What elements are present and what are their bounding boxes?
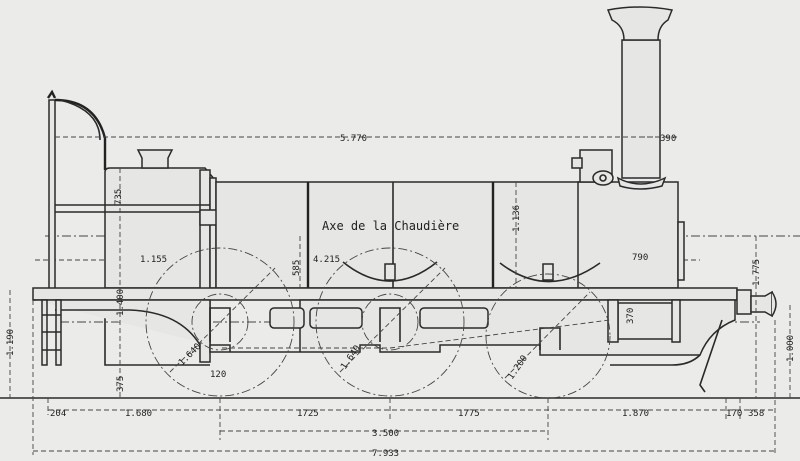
spring-middle: [342, 261, 438, 282]
spring-front: [499, 262, 601, 283]
chimney: [606, 6, 674, 190]
wheel-rear: [145, 247, 295, 397]
boiler-axis-label: Axe de la Chaudière: [322, 219, 459, 233]
dim-axis-above: 1.136: [512, 205, 522, 232]
dim-rear-overhang-a: 204: [50, 409, 66, 419]
dimension-lines: [9, 136, 791, 455]
dim-firebox-to-axle: 4.215: [313, 255, 340, 265]
front-buffer: [699, 289, 777, 393]
firebox: [55, 167, 217, 366]
dim-axis-height-front: 1.775: [752, 259, 762, 286]
smokebox: [577, 181, 685, 289]
steam-dome-front: [571, 149, 614, 186]
dim-crank-offset: 120: [210, 370, 226, 380]
dim-buffer-height-rear: 1.190: [6, 329, 16, 356]
dim-wheel-front: 1.200: [506, 354, 530, 382]
dim-front-overhang-a: 1.870: [622, 409, 649, 419]
wheel-middle: [315, 247, 465, 397]
dim-axis-to-frame: 585: [292, 260, 302, 276]
dim-firebox-bottom: 375: [116, 376, 126, 392]
dim-rear-overhang-b: 1.680: [125, 409, 152, 419]
dim-front-overhang-c: 358: [748, 409, 764, 419]
dim-chimney-offset: 390: [660, 134, 676, 144]
dim-dome-height: 735: [114, 189, 124, 205]
boiler-barrel: [215, 181, 581, 289]
dim-front-overhang-b: 170: [726, 409, 742, 419]
rear-buffer-ladder: [41, 299, 62, 366]
dim-boiler-length: 5.770: [340, 134, 367, 144]
dim-buffer-height-front: 1.000: [786, 335, 796, 362]
dim-firebox-offset: 1.155: [140, 255, 167, 265]
frame: [32, 287, 738, 366]
dim-smokebox-offset: 790: [632, 253, 648, 263]
dim-axis-height-rear: 1.400: [116, 289, 126, 316]
dim-total-length: 7.933: [372, 449, 399, 459]
dim-axle-spacing-1: 1725: [297, 409, 319, 419]
spring-buckle-front: [542, 263, 554, 281]
coupling-rod: [222, 319, 611, 349]
dim-axle-spacing-2: 1775: [458, 409, 480, 419]
dim-cylinder-offset: 370: [626, 308, 636, 324]
cylinder: [607, 299, 681, 343]
safety-valve-dome: [136, 149, 174, 169]
dim-wheelbase: 3.500: [372, 429, 399, 439]
spring-buckle-middle: [384, 263, 396, 281]
